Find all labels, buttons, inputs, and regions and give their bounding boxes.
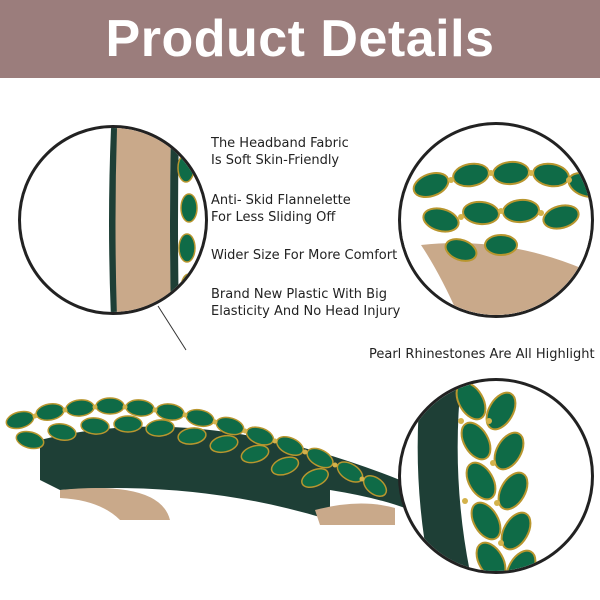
headband-main-image xyxy=(5,397,410,525)
feature-line: Anti- Skid Flannelette xyxy=(211,193,351,208)
feature-line: Wider Size For More Comfort xyxy=(211,248,398,263)
feature-soft-fabric: The Headband Fabric Is Soft Skin-Friendl… xyxy=(211,135,349,169)
feature-wider-size: Wider Size For More Comfort xyxy=(211,247,397,264)
feature-line: Elasticity And No Head Injury xyxy=(211,304,401,319)
header-banner: Product Details xyxy=(0,0,600,78)
feature-line: Is Soft Skin-Friendly xyxy=(211,153,340,168)
feature-line: For Less Sliding Off xyxy=(211,210,336,225)
feature-line: The Headband Fabric xyxy=(211,136,349,151)
feature-plastic: Brand New Plastic With Big Elasticity An… xyxy=(211,286,400,320)
rhinestone-closeup-image xyxy=(401,160,591,315)
banner-title: Product Details xyxy=(105,10,495,68)
feature-anti-skid: Anti- Skid Flannelette For Less Sliding … xyxy=(211,192,351,226)
rhinestone-side-image xyxy=(417,381,537,571)
zoom-circle-fabric xyxy=(18,125,208,315)
fabric-closeup-image xyxy=(109,128,198,312)
highlight-text: Pearl Rhinestones Are All Highlight xyxy=(369,347,595,362)
feature-line: Brand New Plastic With Big xyxy=(211,287,387,302)
zoom-circle-rhinestones-side xyxy=(398,378,594,574)
zoom-circle-rhinestones-top xyxy=(398,122,594,318)
